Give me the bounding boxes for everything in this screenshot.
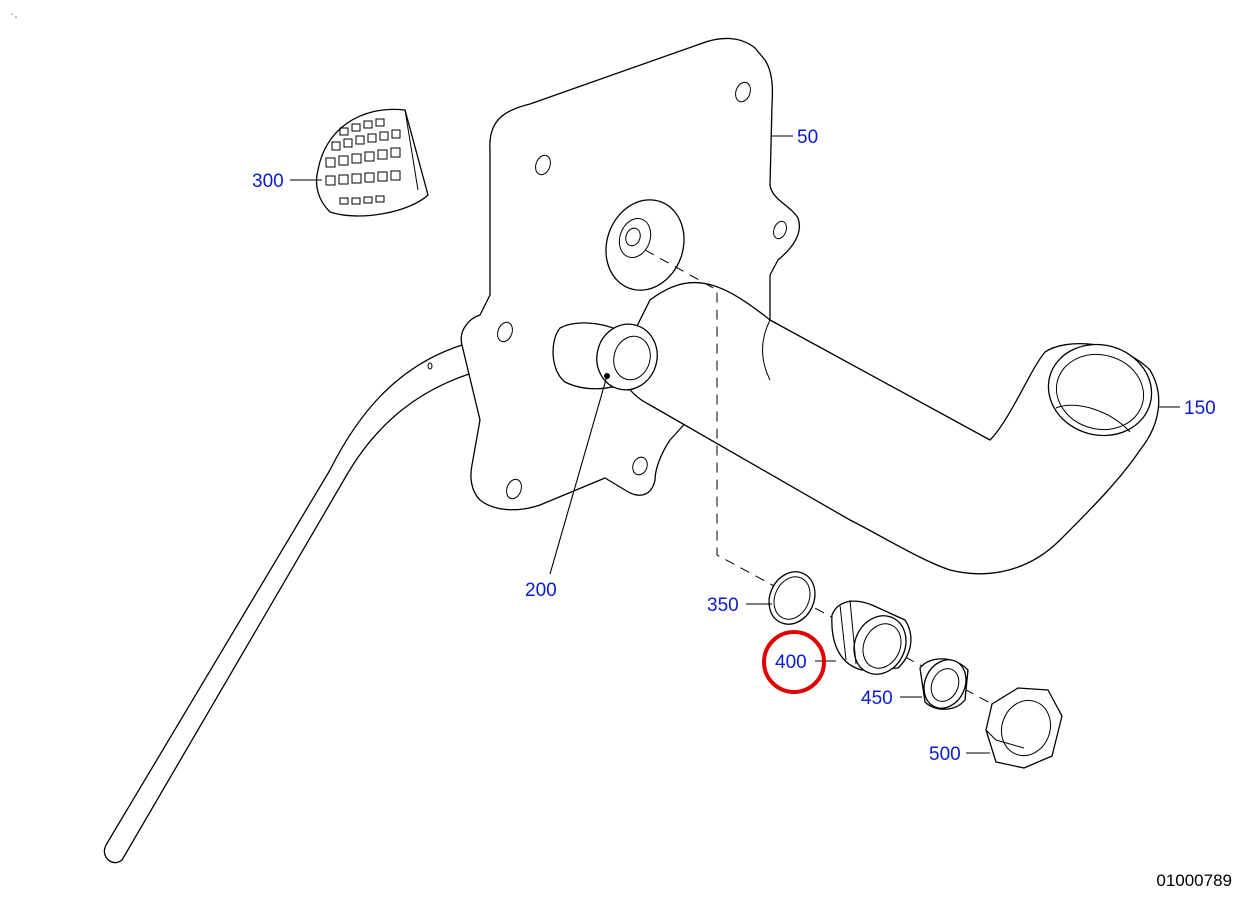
seal-ring[interactable] (761, 564, 824, 632)
threaded-fitting[interactable] (831, 599, 916, 683)
highlight-circle (762, 630, 826, 694)
document-number: 01000789 (1156, 871, 1232, 890)
leader-lines (290, 135, 1180, 754)
side-tube-stub[interactable] (552, 317, 664, 396)
elbow-pipe[interactable] (619, 281, 1162, 575)
reducer-bushing[interactable] (916, 653, 973, 715)
callout-50[interactable]: 50 (797, 127, 818, 148)
callout-500[interactable]: 500 (929, 744, 961, 765)
callout-200[interactable]: 200 (525, 580, 557, 601)
hex-nut[interactable] (985, 687, 1063, 769)
corner-marks (11, 13, 17, 18)
strainer-cone[interactable] (315, 108, 429, 217)
callout-450[interactable]: 450 (861, 688, 893, 709)
callout-300[interactable]: 300 (252, 171, 284, 192)
callout-350[interactable]: 350 (707, 595, 739, 616)
bent-tube (103, 344, 491, 864)
callout-400[interactable]: 400 (775, 652, 807, 673)
callout-150[interactable]: 150 (1184, 398, 1216, 419)
mounting-plate[interactable] (460, 37, 801, 511)
